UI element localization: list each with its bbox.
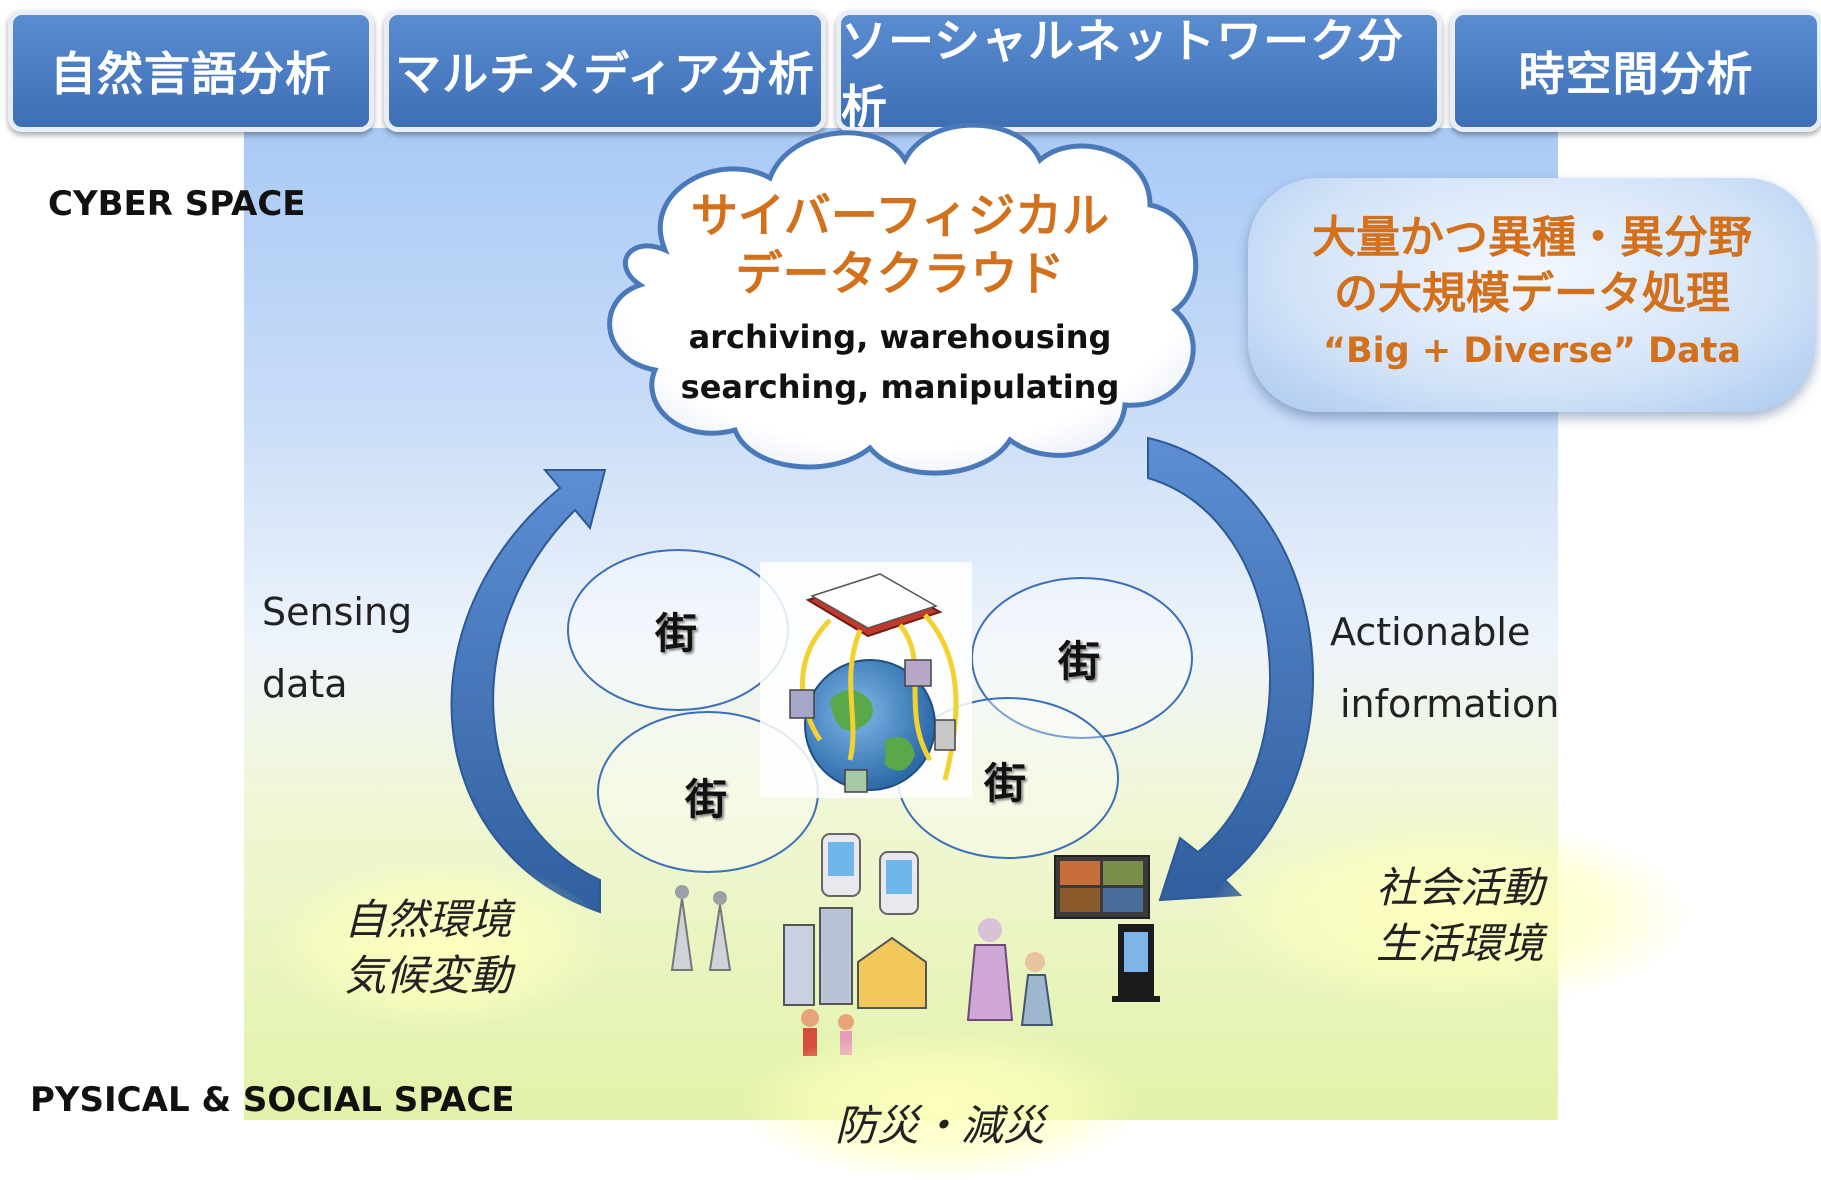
- actionable-line1: Actionable: [1330, 610, 1531, 654]
- nature-line1: 自然環境: [343, 895, 512, 944]
- physical-space-label: PYSICAL & SOCIAL SPACE: [30, 1080, 515, 1120]
- cloud-title-line2: データクラウド: [735, 247, 1065, 302]
- diagram-graphics: [450, 122, 1314, 1056]
- big-data-line1: 大量かつ異種・異分野: [1312, 212, 1752, 263]
- signage-illustration: [1054, 855, 1160, 1002]
- cloud-sub-line1: archiving, warehousing: [688, 318, 1112, 356]
- social-line2: 生活環境: [1375, 919, 1544, 968]
- city-people-illustration: [783, 907, 1054, 1056]
- tab-natural-language[interactable]: 自然言語分析: [8, 10, 374, 132]
- tab-social-network[interactable]: ソーシャルネットワーク分析: [836, 10, 1442, 134]
- actionable-info-label: Actionable information: [1330, 596, 1559, 740]
- nature-line2: 気候変動: [343, 951, 512, 1000]
- sensing-line2: data: [262, 662, 348, 706]
- cloud-subtitle: archiving, warehousing searching, manipu…: [640, 312, 1160, 412]
- social-label: 社会活動 生活環境: [1330, 860, 1590, 972]
- sensing-data-label: Sensing data: [262, 576, 412, 720]
- nature-glow: [268, 860, 608, 1030]
- big-data-line3: “Big + Diverse” Data: [1322, 331, 1742, 371]
- actionable-arrow: [1147, 436, 1314, 902]
- cloud-title: サイバーフィジカル データクラウド: [640, 188, 1160, 304]
- town-label-1: 街: [655, 609, 698, 658]
- nature-label: 自然環境 気候変動: [298, 892, 558, 1004]
- tab-multimedia[interactable]: マルチメディア分析: [384, 10, 826, 132]
- actionable-line2: information: [1340, 682, 1560, 726]
- sensing-line1: Sensing: [262, 590, 413, 634]
- big-data-line2: の大規模データ処理: [1334, 268, 1730, 319]
- social-line1: 社会活動: [1375, 863, 1544, 912]
- cloud-title-line1: サイバーフィジカル: [690, 189, 1110, 244]
- antenna-tower-illustration: [670, 885, 732, 971]
- data-cloud: [607, 122, 1199, 476]
- cyber-space-label: CYBER SPACE: [48, 184, 306, 224]
- sensing-arrow: [450, 469, 607, 914]
- tab-spatiotemporal[interactable]: 時空間分析: [1450, 10, 1821, 132]
- disaster-label: 防災・減災: [834, 1101, 1045, 1150]
- big-data-box: [1248, 178, 1816, 412]
- mobile-phones-illustration: [821, 833, 919, 915]
- social-glow: [1210, 820, 1690, 1010]
- globe-network-illustration: [760, 562, 972, 798]
- big-data-text: 大量かつ異種・異分野 の大規模データ処理 “Big + Diverse” Dat…: [1248, 210, 1816, 380]
- town-label-2: 街: [1058, 637, 1101, 686]
- cloud-sub-line2: searching, manipulating: [680, 368, 1120, 406]
- town-label-4: 街: [984, 759, 1027, 808]
- town-label-3: 街: [685, 775, 728, 824]
